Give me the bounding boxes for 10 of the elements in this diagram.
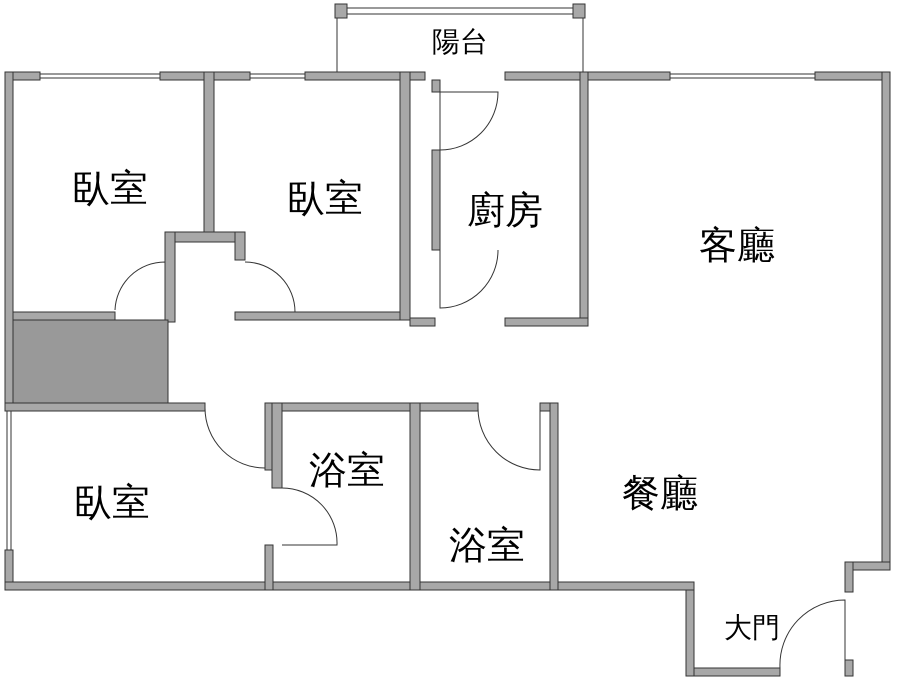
room-label: 客廳 <box>699 226 775 264</box>
room-label: 大門 <box>724 614 780 642</box>
room-label: 臥室 <box>72 169 148 207</box>
room-label: 臥室 <box>287 179 363 217</box>
room-label: 浴室 <box>309 451 385 489</box>
room-label: 臥室 <box>74 483 150 521</box>
room-label: 浴室 <box>449 526 525 564</box>
room-label: 餐廳 <box>622 474 698 512</box>
room-label: 廚房 <box>467 191 543 229</box>
room-label: 陽台 <box>432 28 488 56</box>
